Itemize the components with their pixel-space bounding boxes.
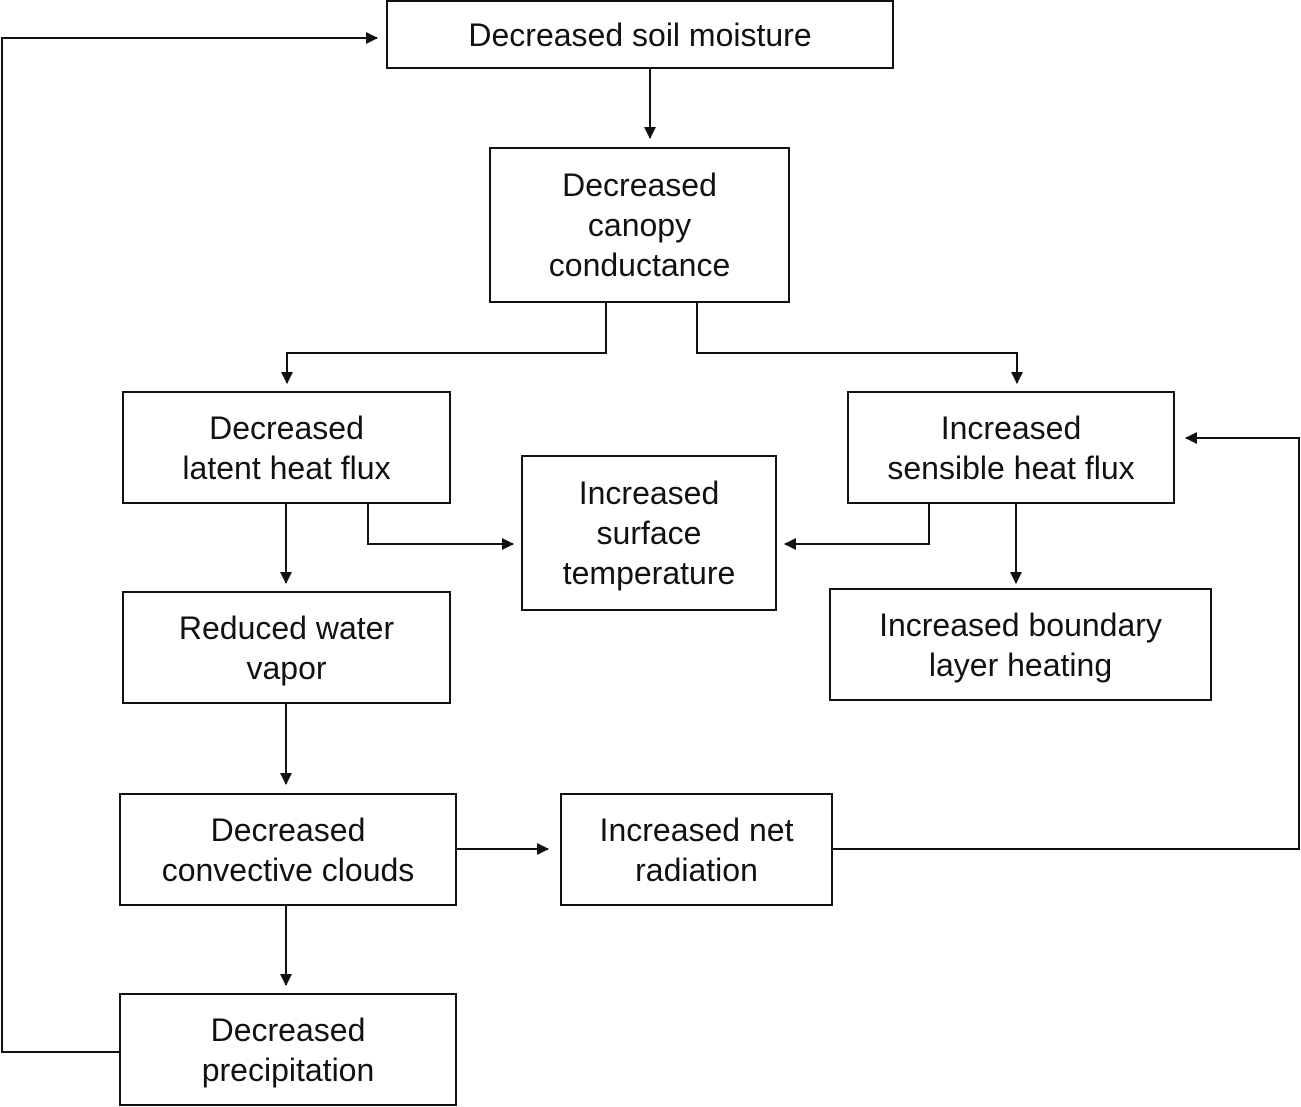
node-label-line: Increased net xyxy=(599,811,794,848)
node-decreased-soil-moisture: Decreased soil moisture xyxy=(386,0,894,69)
node-increased-net-radiation: Increased net radiation xyxy=(560,793,833,906)
arrow-canopy-to-sensible xyxy=(696,303,1023,384)
node-increased-surface-temperature: Increased surface temperature xyxy=(521,455,777,611)
node-label-line: Increased xyxy=(578,475,720,511)
node-label-line: vapor xyxy=(246,649,327,686)
node-label-line: Decreased xyxy=(562,167,717,203)
node-reduced-water-vapor: Reduced water vapor xyxy=(122,591,451,704)
arrow-sensible-to-surface-temperature xyxy=(784,504,930,550)
node-label-line: precipitation xyxy=(201,1051,375,1088)
node-decreased-latent-heat-flux: Decreased latent heat flux xyxy=(122,391,451,504)
node-label-line: temperature xyxy=(562,555,736,591)
node-label-line: convective clouds xyxy=(161,851,415,888)
node-label-line: latent heat flux xyxy=(182,449,391,486)
node-label-line: canopy xyxy=(587,207,692,243)
node-increased-boundary-layer-heating: Increased boundary layer heating xyxy=(829,588,1212,701)
node-label-line: Reduced water xyxy=(178,609,395,646)
node-decreased-convective-clouds: Decreased convective clouds xyxy=(119,793,457,906)
node-label-line: conductance xyxy=(548,247,731,283)
node-label-line: radiation xyxy=(635,851,758,888)
node-label-line: surface xyxy=(596,515,702,551)
node-decreased-canopy-conductance: Decreased canopy conductance xyxy=(489,147,790,303)
arrow-canopy-to-latent xyxy=(281,303,607,384)
node-label-line: Decreased xyxy=(210,811,366,848)
node-label-line: Decreased xyxy=(209,409,364,446)
node-decreased-precipitation: Decreased precipitation xyxy=(119,993,457,1106)
node-increased-sensible-heat-flux: Increased sensible heat flux xyxy=(847,391,1175,504)
node-label-line: Decreased xyxy=(210,1011,366,1048)
arrow-latent-to-surface-temperature xyxy=(367,504,514,550)
node-label-line: Increased boundary xyxy=(879,606,1162,643)
arrow-precipitation-to-soil-moisture xyxy=(1,32,378,1053)
arrow-net-radiation-to-sensible xyxy=(833,432,1300,850)
node-label-line: layer heating xyxy=(928,646,1113,683)
node-label-line: sensible heat flux xyxy=(887,449,1135,486)
node-label: Decreased soil moisture xyxy=(468,16,812,53)
node-label-line: Increased xyxy=(940,409,1082,446)
